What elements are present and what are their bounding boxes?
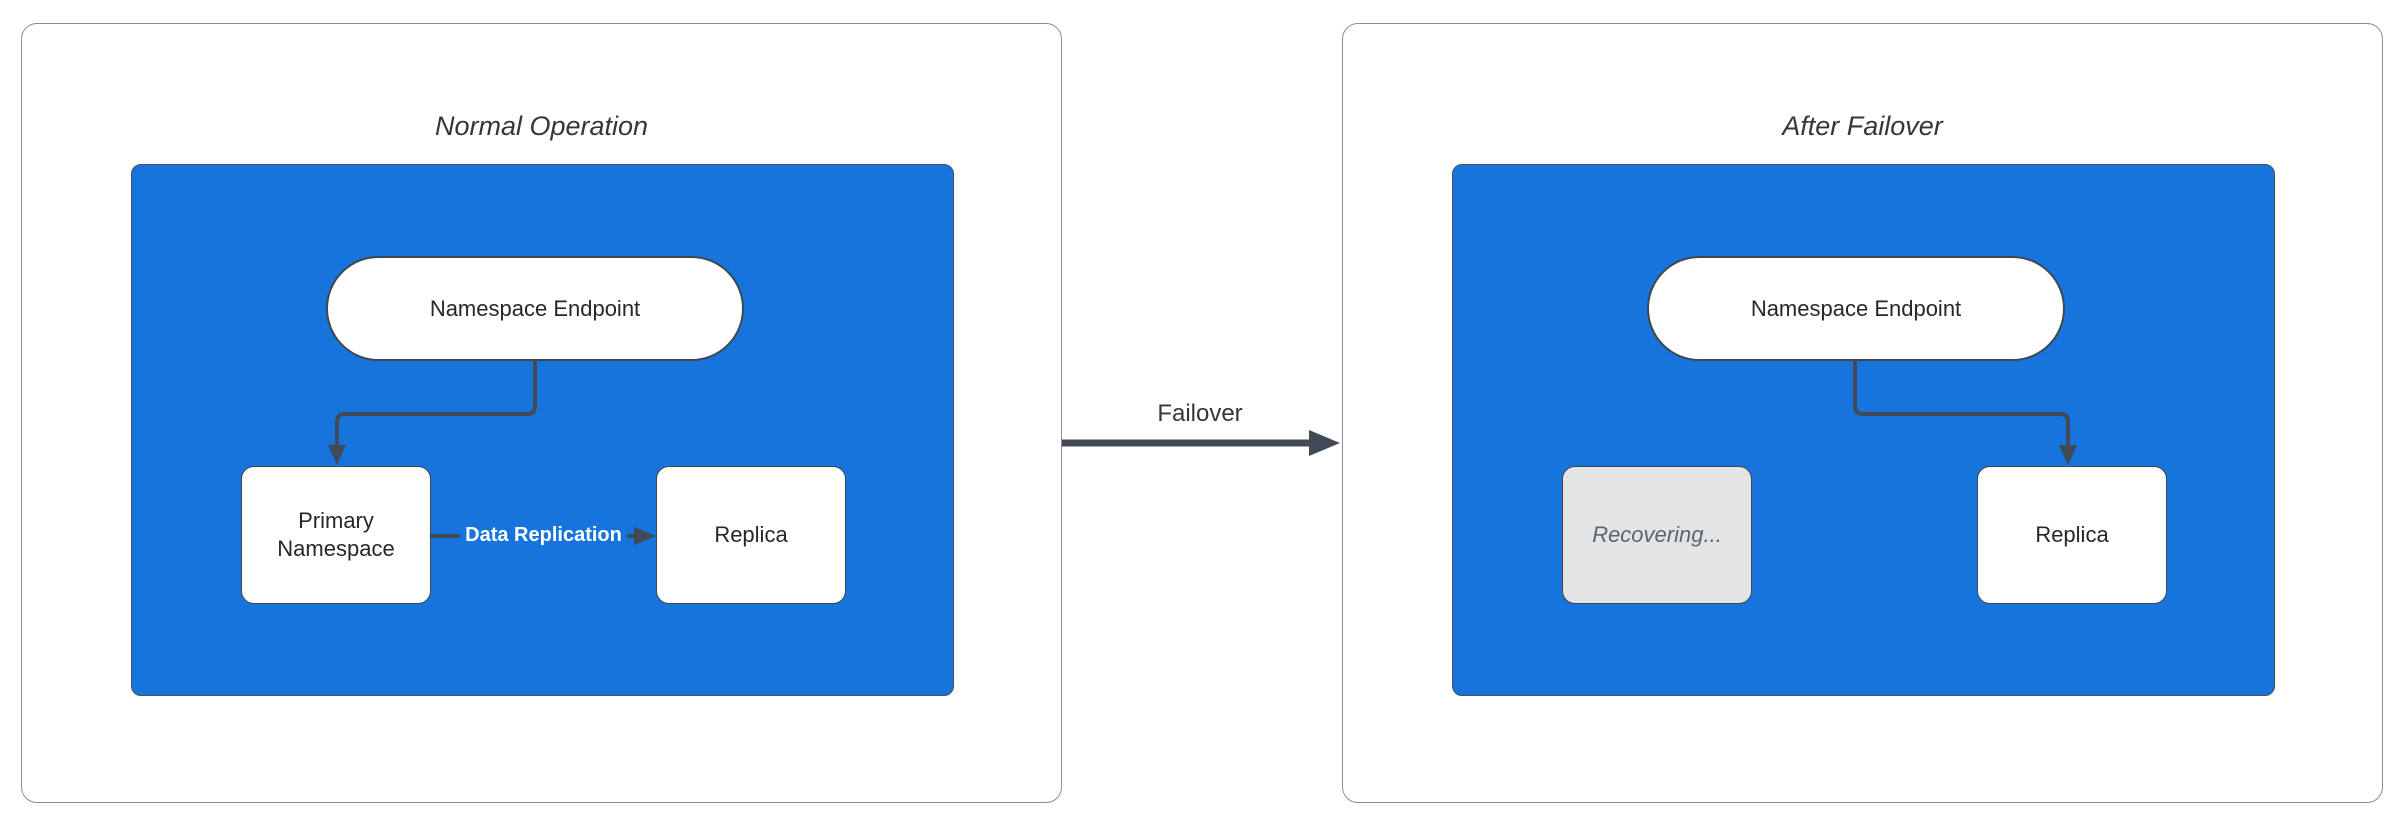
primary-namespace-label: Primary Namespace [277,508,395,561]
namespace-group-box [131,164,954,696]
failover-arrow [1062,430,1340,456]
panel-title: Normal Operation [434,111,649,141]
replica-label: Replica [714,522,788,547]
recovering-node: Recovering... [1562,466,1752,604]
primary-namespace-node: Primary Namespace [241,466,431,604]
replica-node: Replica [656,466,846,604]
namespace-endpoint-node: Namespace Endpoint [1647,256,2065,361]
replica-node: Replica [1977,466,2167,604]
namespace-endpoint-label: Namespace Endpoint [1750,295,1962,321]
namespace-endpoint-label: Namespace Endpoint [429,295,641,321]
failover-label: Failover [1157,400,1243,427]
namespace-group-box [1452,164,2275,696]
after-failover-panel: After Failover Namespace Endpoint Recove… [1342,23,2383,803]
normal-operation-panel: Normal Operation Namespace Endpoint Prim… [21,23,1062,803]
replica-label: Replica [2035,522,2109,547]
recovering-label: Recovering... [1592,522,1722,547]
failover-arrowhead [1309,430,1340,456]
namespace-endpoint-node: Namespace Endpoint [326,256,744,361]
panel-title: After Failover [1782,111,1943,141]
